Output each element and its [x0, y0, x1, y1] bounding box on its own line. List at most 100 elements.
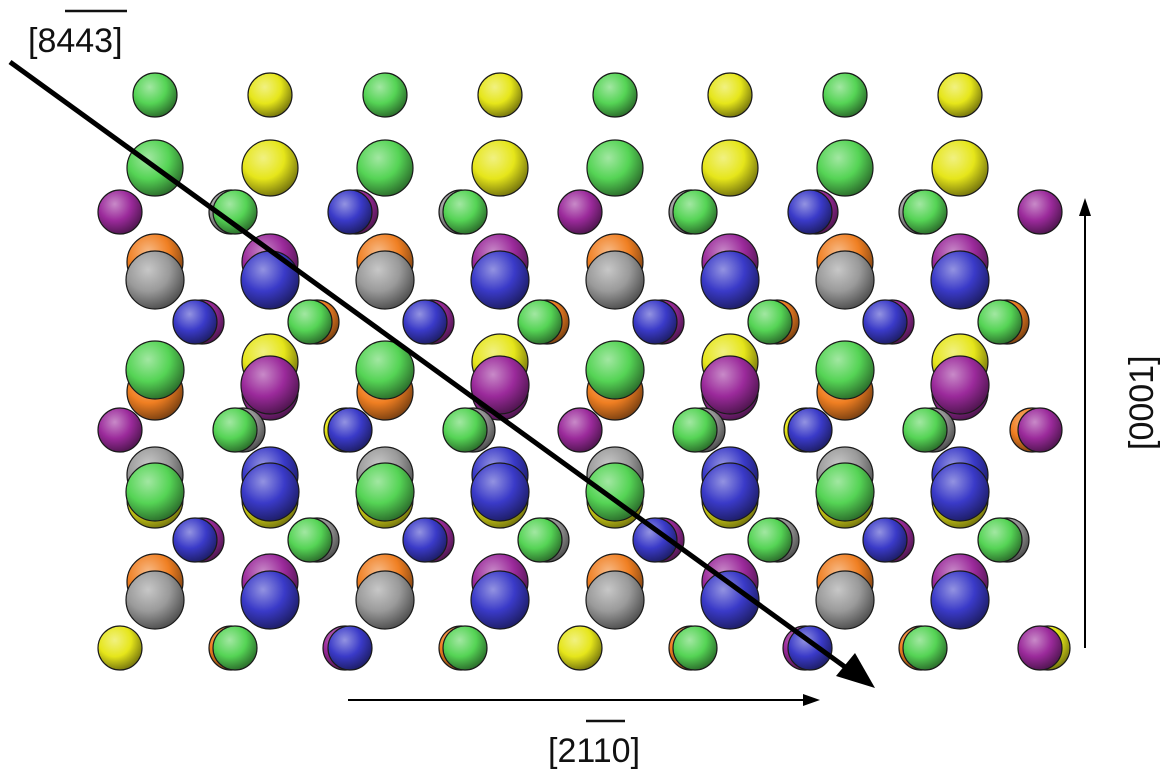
- green-atom-sphere: [212, 625, 258, 671]
- gray-atom-sphere: [125, 570, 185, 630]
- blue-atom-sphere: [172, 517, 218, 563]
- blue-atom-sphere: [930, 250, 990, 310]
- green-atom-sphere: [902, 625, 948, 671]
- green-atom-sphere: [977, 517, 1023, 563]
- yellow-atom-sphere: [937, 72, 983, 118]
- blue-atom-sphere: [700, 462, 760, 522]
- green-atom-sphere: [815, 340, 875, 400]
- blue-atom-sphere: [862, 517, 908, 563]
- green-atom-sphere: [356, 139, 414, 197]
- green-atom-sphere: [585, 462, 645, 522]
- gray-atom-sphere: [355, 570, 415, 630]
- green-atom-sphere: [585, 340, 645, 400]
- gray-atom-sphere: [815, 570, 875, 630]
- diagonal-arrow-shaft: [8, 59, 854, 675]
- gray-atom-sphere: [125, 250, 185, 310]
- green-atom-sphere: [362, 72, 408, 118]
- gray-atom-sphere: [355, 250, 415, 310]
- gray-atom-sphere: [585, 250, 645, 310]
- blue-atom-sphere: [240, 250, 300, 310]
- yellow-atom-sphere: [557, 625, 603, 671]
- blue-atom-sphere: [787, 625, 833, 671]
- diagonal-label-text: [8443]: [28, 22, 123, 60]
- gray-atom-sphere: [585, 570, 645, 630]
- blue-atom-sphere: [700, 250, 760, 310]
- magenta-atom-sphere: [1017, 189, 1063, 235]
- horizontal-direction-arrow: [348, 694, 820, 706]
- yellow-atom-sphere: [707, 72, 753, 118]
- green-atom-sphere: [355, 462, 415, 522]
- vertical-direction-arrow: [1079, 198, 1091, 648]
- green-atom-sphere: [747, 299, 793, 345]
- green-atom-sphere: [747, 517, 793, 563]
- horizontal-direction-label: [2110]: [548, 719, 640, 770]
- blue-atom-sphere: [632, 299, 678, 345]
- green-atom-sphere: [442, 625, 488, 671]
- green-atom-sphere: [355, 340, 415, 400]
- magenta-atom-sphere: [557, 189, 603, 235]
- magenta-atom-sphere: [557, 407, 603, 453]
- vertical-arrowhead: [1079, 198, 1091, 216]
- green-atom-sphere: [442, 189, 488, 235]
- blue-atom-sphere: [327, 625, 373, 671]
- blue-atom-sphere: [632, 517, 678, 563]
- green-atom-sphere: [287, 517, 333, 563]
- green-atom-sphere: [815, 462, 875, 522]
- blue-atom-sphere: [240, 462, 300, 522]
- blue-atom-sphere: [402, 299, 448, 345]
- magenta-atom-sphere: [1017, 407, 1063, 453]
- blue-atom-sphere: [930, 570, 990, 630]
- blue-atom-sphere: [470, 462, 530, 522]
- green-atom-sphere: [672, 189, 718, 235]
- magenta-atom-sphere: [240, 355, 300, 415]
- blue-atom-sphere: [787, 189, 833, 235]
- yellow-atom-sphere: [241, 139, 299, 197]
- blue-atom-sphere: [327, 407, 373, 453]
- green-atom-sphere: [517, 299, 563, 345]
- atom-layer: [97, 72, 1071, 671]
- green-atom-sphere: [125, 462, 185, 522]
- yellow-atom-sphere: [931, 139, 989, 197]
- green-atom-sphere: [902, 407, 948, 453]
- magenta-atom-sphere: [97, 407, 143, 453]
- green-atom-sphere: [902, 189, 948, 235]
- green-atom-sphere: [977, 299, 1023, 345]
- diagonal-arrowhead: [836, 653, 875, 688]
- yellow-atom-sphere: [247, 72, 293, 118]
- green-atom-sphere: [287, 299, 333, 345]
- green-atom-sphere: [132, 72, 178, 118]
- yellow-atom-sphere: [471, 139, 529, 197]
- green-atom-sphere: [822, 72, 868, 118]
- blue-atom-sphere: [930, 462, 990, 522]
- green-atom-sphere: [125, 340, 185, 400]
- blue-atom-sphere: [700, 570, 760, 630]
- magenta-atom-sphere: [700, 355, 760, 415]
- magenta-atom-sphere: [97, 189, 143, 235]
- magenta-atom-sphere: [930, 355, 990, 415]
- horizontal-arrowhead: [803, 694, 820, 706]
- green-atom-sphere: [586, 139, 644, 197]
- green-atom-sphere: [517, 517, 563, 563]
- green-atom-sphere: [672, 625, 718, 671]
- vertical-label-text: [0001]: [1123, 355, 1161, 450]
- green-atom-sphere: [672, 407, 718, 453]
- blue-atom-sphere: [787, 407, 833, 453]
- magenta-atom-sphere: [1017, 625, 1063, 671]
- yellow-atom-sphere: [97, 625, 143, 671]
- yellow-atom-sphere: [701, 139, 759, 197]
- blue-atom-sphere: [470, 570, 530, 630]
- blue-atom-sphere: [402, 517, 448, 563]
- yellow-atom-sphere: [477, 72, 523, 118]
- vertical-direction-label: [0001]: [1123, 355, 1161, 450]
- gray-atom-sphere: [815, 250, 875, 310]
- blue-atom-sphere: [327, 189, 373, 235]
- blue-atom-sphere: [240, 570, 300, 630]
- green-atom-sphere: [212, 407, 258, 453]
- blue-atom-sphere: [470, 250, 530, 310]
- blue-atom-sphere: [862, 299, 908, 345]
- green-atom-sphere: [816, 139, 874, 197]
- diagonal-direction-arrow: [8, 59, 875, 688]
- horizontal-label-text: [2110]: [548, 732, 640, 770]
